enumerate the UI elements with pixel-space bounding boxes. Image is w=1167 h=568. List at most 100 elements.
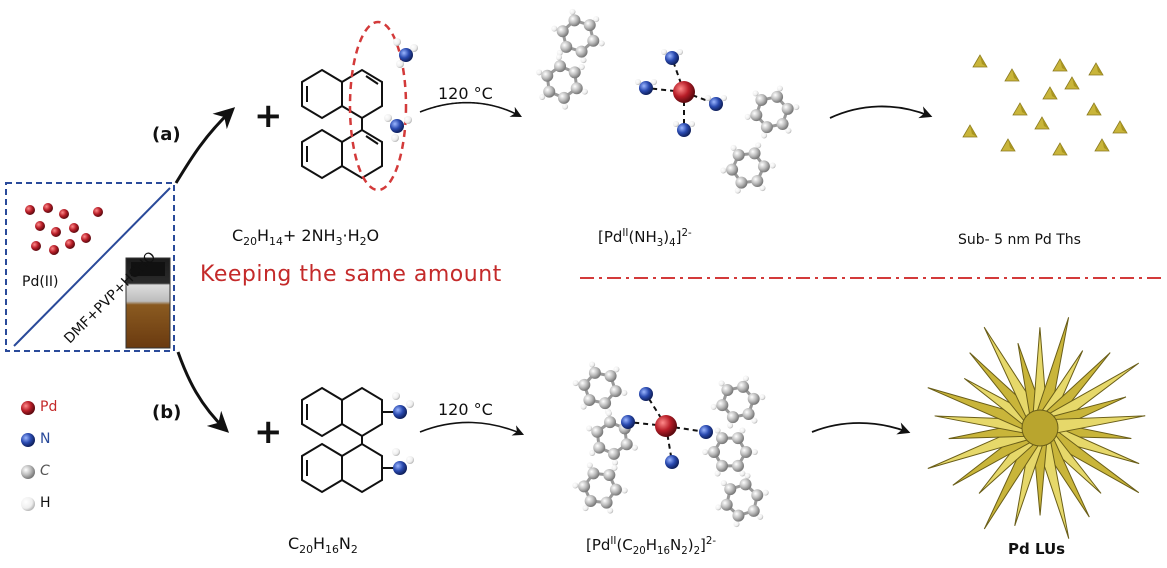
tetrahedron-shade: [1096, 63, 1103, 75]
pd-ion-dot: [25, 205, 35, 215]
amine-groups-b: [392, 392, 414, 475]
h-atom: [720, 480, 727, 487]
route-b-plus: +: [254, 412, 283, 452]
c-atom: [708, 446, 720, 458]
tetrahedron-shade: [1012, 69, 1019, 81]
h-atom: [621, 389, 628, 396]
h-atom: [572, 380, 579, 387]
binaphthalene-structure-a: [301, 68, 383, 180]
h-atom: [769, 162, 776, 169]
c-atom: [588, 366, 601, 379]
pd-atom: [673, 81, 695, 103]
c-atom: [716, 459, 728, 472]
tetrahedron-shade: [1094, 103, 1101, 115]
urchin-core: [1021, 409, 1059, 447]
c-atom: [732, 459, 744, 472]
legend-label-pd: Pd: [40, 399, 58, 415]
h-atom: [744, 113, 751, 120]
h-atom: [744, 472, 751, 479]
route-a-product-label: Sub- 5 nm Pd Ths: [958, 232, 1081, 248]
branch-arrow-b: [176, 351, 230, 433]
h-atom: [562, 103, 569, 110]
tetrahedron-shade: [1060, 143, 1067, 155]
h-atom: [739, 427, 746, 434]
n-atom: [709, 97, 723, 111]
product-arrow-b: [811, 422, 911, 435]
c-atom: [732, 509, 745, 522]
h-atom: [793, 104, 800, 111]
c-atom: [609, 483, 622, 496]
route-a-ligand-formula: C20H14+ 2NH3·H2O: [232, 226, 380, 249]
c-atom: [620, 438, 633, 451]
h-atom: [607, 507, 614, 514]
tetrahedron-shade: [1042, 117, 1049, 129]
h-atom: [536, 69, 543, 76]
c-atom: [740, 446, 752, 458]
h-atom: [582, 505, 589, 512]
c-atom: [583, 393, 596, 406]
h-atom: [569, 8, 576, 15]
h-atom: [714, 427, 721, 434]
c-atom: [751, 489, 764, 502]
c-atom: [554, 60, 567, 73]
legend-label-h: H: [40, 495, 51, 511]
h-atom: [730, 144, 737, 151]
c-atom: [568, 66, 581, 79]
pd-ion-dot: [43, 203, 53, 213]
h-atom: [580, 57, 587, 64]
h-atom: [785, 127, 792, 134]
c-atom: [716, 399, 729, 412]
c-atom: [757, 160, 770, 173]
c-atom: [570, 82, 583, 95]
c-atom: [599, 397, 612, 410]
start-box-border: [5, 182, 175, 352]
tetrahedron-shade: [980, 55, 987, 67]
c-atom: [604, 416, 617, 429]
n-atom: [621, 415, 635, 429]
h-atom: [755, 142, 762, 149]
branch-arrow-a: [174, 107, 236, 184]
h-atom: [757, 513, 764, 520]
c-atom: [607, 447, 620, 460]
c-atom: [560, 40, 573, 53]
pd-ion-dot: [49, 245, 59, 255]
atom-legend: [21, 401, 35, 511]
pd-ion-dots: [25, 203, 103, 255]
tetrahedron-shade: [1020, 103, 1027, 115]
c-atom: [747, 392, 760, 405]
h-atom: [635, 79, 641, 85]
h-atom: [739, 470, 746, 477]
pd-ion-dot: [93, 207, 103, 217]
c-atom: [587, 34, 600, 47]
h-atom: [751, 417, 758, 424]
n-atom: [639, 387, 653, 401]
h-atom: [752, 90, 759, 97]
c-atom: [771, 90, 784, 103]
tetrahedron-shade: [1008, 139, 1015, 151]
divider-text: Keeping the same amount: [200, 262, 502, 287]
binaphthyl-diamine-structure-b: [301, 386, 396, 494]
c-atom: [737, 380, 750, 393]
start-box: [5, 182, 175, 352]
bond: [665, 425, 707, 433]
tetrahedron-shade: [1072, 77, 1079, 89]
h-atom: [621, 487, 628, 494]
c-atom: [578, 480, 591, 493]
legend-atom-pd: [21, 401, 35, 415]
route-a-marker: (a): [152, 124, 181, 145]
h-atom: [742, 375, 749, 382]
vial-photo: [125, 257, 171, 349]
c-atom: [755, 94, 768, 107]
route-b-complex-formula: [PdII(C20H16N2)2]2-: [586, 536, 717, 557]
h-atom: [539, 93, 546, 100]
h-atom: [611, 464, 618, 471]
c-atom: [716, 432, 728, 445]
legend-atom-c: [21, 465, 35, 479]
tetrahedron-shade: [1120, 121, 1127, 133]
h-atom: [593, 16, 600, 23]
pd-ion-dot: [35, 221, 45, 231]
pd-urchin-product: [927, 317, 1146, 539]
route-b-ligand-formula: C20H16N2: [288, 534, 358, 557]
h-atom: [555, 54, 562, 61]
